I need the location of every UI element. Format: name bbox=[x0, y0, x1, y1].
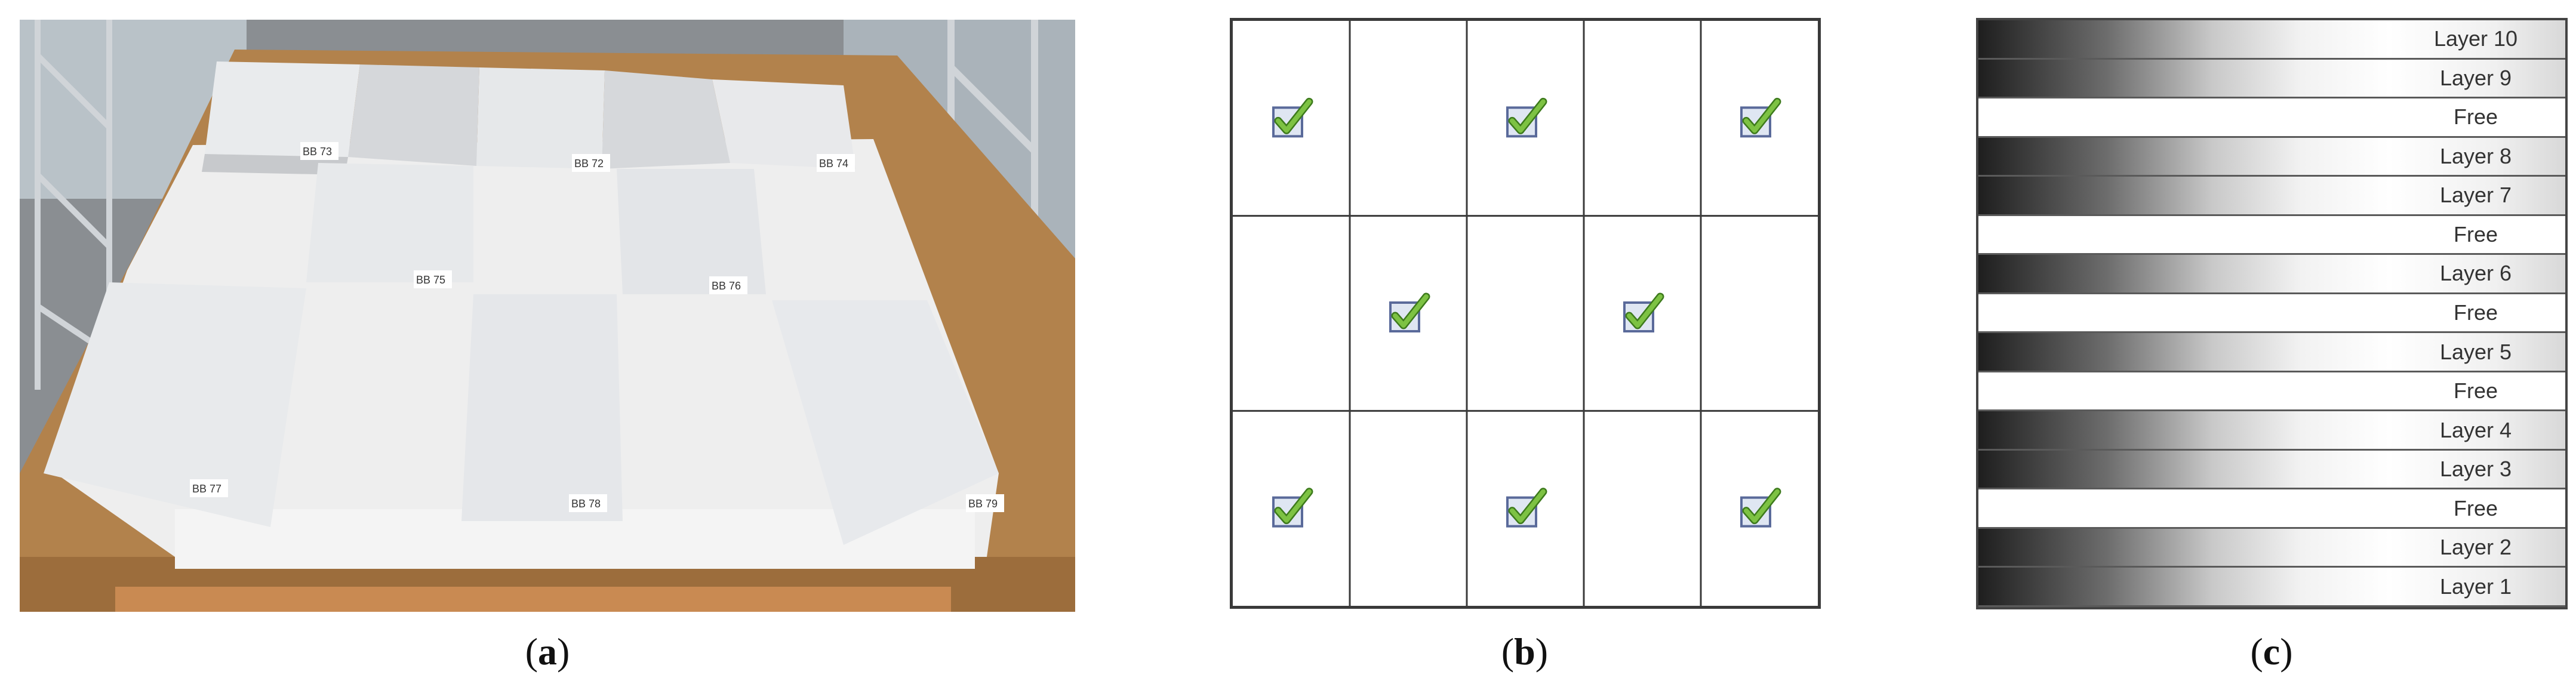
layer-label: Layer 5 bbox=[2439, 339, 2512, 364]
box bbox=[617, 169, 766, 294]
free-row: Free bbox=[1978, 489, 2565, 529]
box bbox=[772, 300, 999, 545]
box-labels: BB 73 BB 72 BB 74 BB 75 BB 76 BB 77 BB 7… bbox=[190, 142, 1004, 512]
free-row: Free bbox=[1978, 98, 2565, 138]
checkbox-checked-icon bbox=[1740, 488, 1781, 528]
grid-illustration bbox=[1233, 21, 1818, 606]
layer-row: Layer 7 bbox=[1978, 177, 2565, 216]
caption-c: (c) bbox=[2250, 630, 2293, 673]
layer-row: Layer 4 bbox=[1978, 411, 2565, 451]
box bbox=[712, 79, 855, 169]
box bbox=[306, 163, 473, 282]
caption-a: (a) bbox=[525, 630, 570, 673]
layer-label: Free bbox=[2453, 300, 2498, 325]
free-row: Free bbox=[1978, 294, 2565, 334]
checkbox-checked-icon bbox=[1623, 292, 1664, 332]
layer-label: Free bbox=[2453, 221, 2498, 247]
layer-row: Layer 3 bbox=[1978, 450, 2565, 490]
layer-label: Layer 4 bbox=[2439, 417, 2512, 442]
layer-row: Layer 5 bbox=[1978, 333, 2565, 372]
layer-label: Layer 10 bbox=[2433, 26, 2518, 51]
layer-label: Free bbox=[2453, 104, 2498, 130]
box-label: BB 73 bbox=[303, 146, 332, 158]
layer-row: Layer 1 bbox=[1978, 568, 2565, 607]
box bbox=[205, 61, 360, 157]
box-label: BB 76 bbox=[712, 280, 741, 292]
layer-row: Layer 6 bbox=[1978, 255, 2565, 294]
caption-b: (b) bbox=[1501, 630, 1549, 673]
box bbox=[476, 67, 605, 169]
box-label: BB 78 bbox=[571, 498, 601, 510]
layer-label: Free bbox=[2453, 378, 2498, 403]
box-label: BB 75 bbox=[416, 274, 445, 286]
tray-front-label bbox=[115, 587, 951, 612]
layer-row: Layer 8 bbox=[1978, 137, 2565, 177]
layer-label: Layer 7 bbox=[2439, 183, 2512, 208]
box bbox=[44, 282, 306, 527]
layer-row: Layer 9 bbox=[1978, 59, 2565, 99]
checkbox-checked-icon bbox=[1272, 97, 1313, 138]
checkbox-checked-icon bbox=[1740, 97, 1781, 138]
free-row: Free bbox=[1978, 215, 2565, 255]
box-label: BB 74 bbox=[819, 158, 848, 170]
box-label: BB 79 bbox=[968, 498, 998, 510]
layer-row: Layer 2 bbox=[1978, 528, 2565, 568]
box-label: BB 77 bbox=[192, 483, 221, 495]
grid-panel bbox=[1230, 18, 1821, 609]
photo-illustration: BB 73 BB 72 BB 74 BB 75 BB 76 BB 77 BB 7… bbox=[20, 20, 1075, 612]
box-label: BB 72 bbox=[574, 158, 604, 170]
checkbox-checked-icon bbox=[1272, 488, 1313, 528]
checkbox-checked-icon bbox=[1389, 292, 1430, 332]
layer-label: Layer 9 bbox=[2439, 65, 2512, 90]
box bbox=[461, 294, 623, 521]
layer-label: Layer 8 bbox=[2439, 143, 2512, 168]
layer-label: Layer 6 bbox=[2439, 261, 2512, 286]
free-row: Free bbox=[1978, 372, 2565, 412]
layer-label: Layer 1 bbox=[2439, 574, 2512, 599]
layer-label: Free bbox=[2453, 495, 2498, 520]
layer-label: Layer 3 bbox=[2439, 457, 2512, 482]
layer-row: Layer 10 bbox=[1978, 20, 2565, 60]
photo-panel: BB 73 BB 72 BB 74 BB 75 BB 76 BB 77 BB 7… bbox=[20, 20, 1075, 612]
layer-label: Layer 2 bbox=[2439, 535, 2512, 560]
checkbox-checked-icon bbox=[1506, 488, 1547, 528]
checkbox-checked-icon bbox=[1506, 97, 1547, 138]
